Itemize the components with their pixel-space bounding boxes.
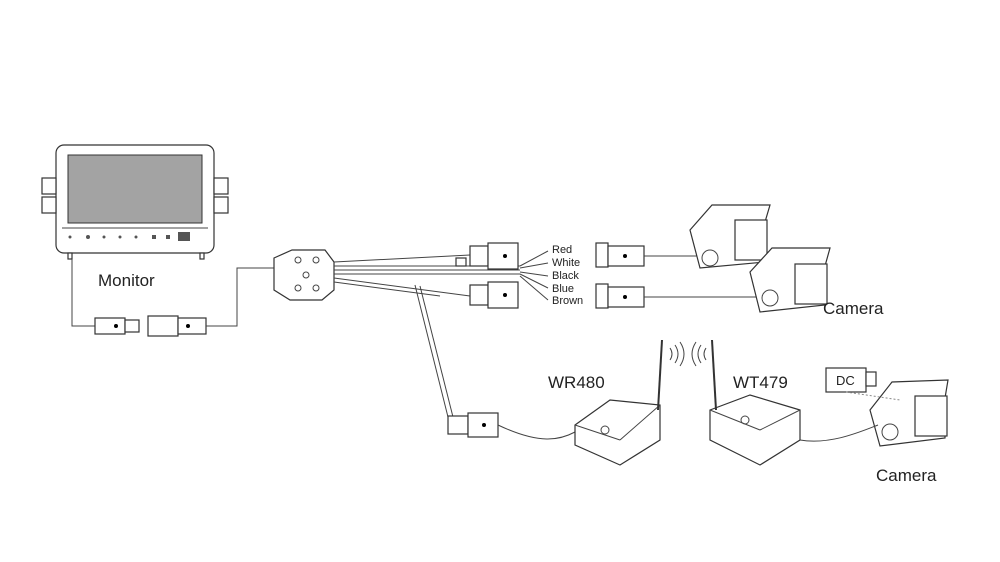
wire-label-brown: Brown [552,295,584,307]
camera-top [689,204,771,269]
receiver-label: WR480 [548,373,605,392]
wr480-receiver [574,339,663,466]
extension-connectors [447,242,645,438]
wire-label-black: Black [552,270,579,282]
wire-label-red: Red [552,244,573,256]
monitor-connector [94,315,207,337]
camera-label-top: Camera [823,299,884,318]
wire-label-blue: Blue [552,283,575,295]
camera-label-bottom: Camera [876,466,937,485]
wireless-signal-icon [669,341,707,367]
wt479-transmitter [709,339,801,466]
dc-label: DC [836,373,855,388]
transmitter-label: WT479 [733,373,788,392]
camera-bottom [869,379,949,447]
splitter-box [273,249,335,301]
camera-middle [749,247,831,313]
monitor-device [41,144,229,260]
wire-label-white: White [552,257,581,269]
monitor-label: Monitor [98,271,155,290]
